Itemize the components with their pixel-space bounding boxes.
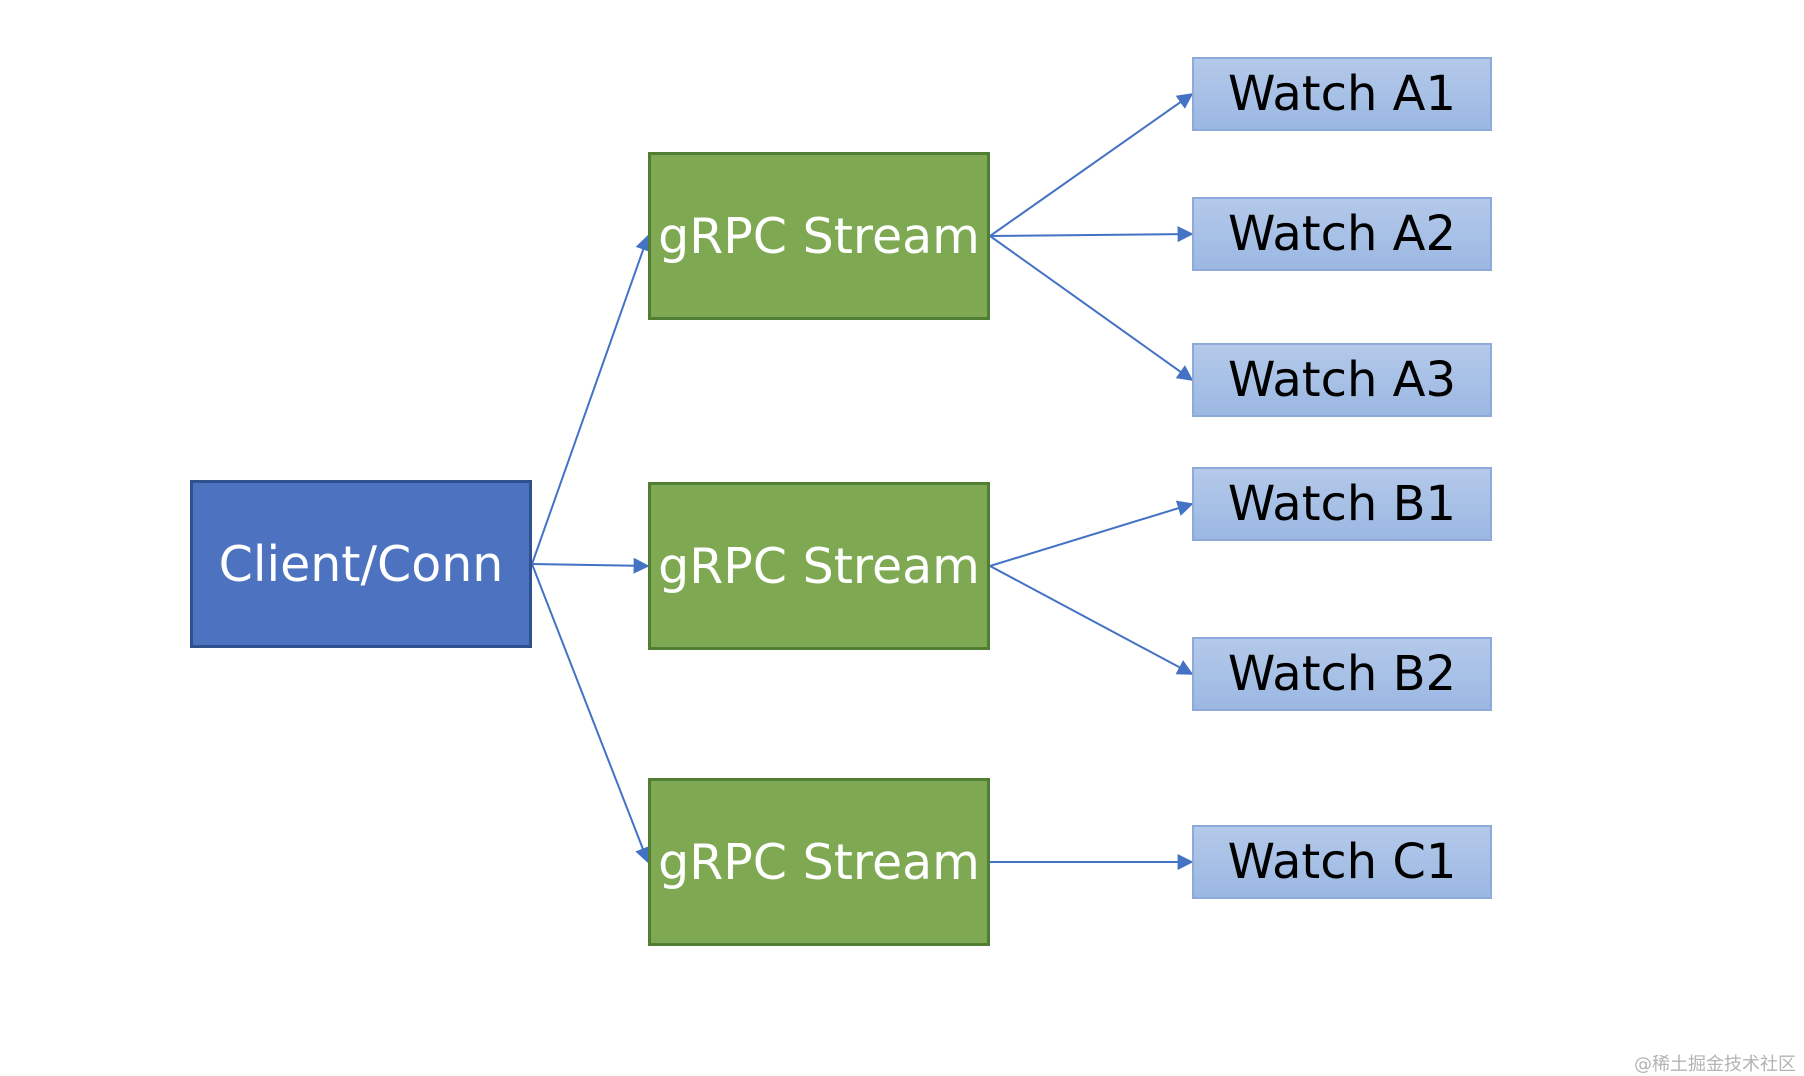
watermark: @稀土掘金技术社区 — [1634, 1054, 1796, 1075]
arrow-stream-to-watch-a2 — [989, 226, 1194, 243]
watch-b2-node: Watch B2 — [1192, 637, 1492, 711]
watch-c1-node: Watch C1 — [1192, 825, 1492, 899]
watch-b1-node: Watch B1 — [1192, 467, 1492, 541]
arrow-stream-to-watch-b2 — [989, 565, 1194, 675]
client-conn-node: Client/Conn — [190, 480, 532, 648]
arrow-stream-to-watch-b1 — [989, 500, 1194, 567]
arrow-client-to-stream-1 — [531, 234, 651, 565]
arrow-stream-to-watch-a3 — [989, 235, 1194, 381]
watch-a3-node: Watch A3 — [1192, 343, 1492, 417]
arrow-stream-to-watch-a1 — [989, 93, 1194, 237]
grpc-stream-node-1: gRPC Stream — [648, 152, 990, 320]
watch-a1-node: Watch A1 — [1192, 57, 1492, 131]
grpc-stream-node-2: gRPC Stream — [648, 482, 990, 650]
arrow-client-to-stream-3 — [531, 563, 651, 864]
grpc-stream-node-3: gRPC Stream — [648, 778, 990, 946]
arrow-client-to-stream-2 — [531, 557, 650, 574]
watch-a2-node: Watch A2 — [1192, 197, 1492, 271]
